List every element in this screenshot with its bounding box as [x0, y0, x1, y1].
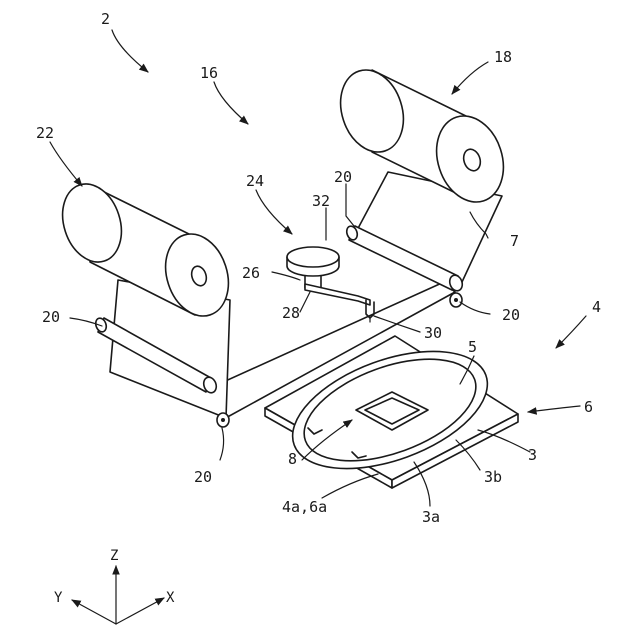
label-roller-top: 20: [334, 168, 352, 186]
label-surface-ref: 4a,6a: [282, 498, 327, 516]
label-wafer-edge-a: 3a: [422, 508, 440, 526]
axis-label-x: X: [166, 590, 175, 606]
axis-label-z: Z: [110, 548, 118, 564]
label-arm: 28: [282, 304, 300, 322]
axis-label-y: Y: [54, 590, 63, 606]
guide-roller-bottom: [217, 413, 229, 427]
label-roller-right: 20: [502, 306, 520, 324]
label-tape: 7: [510, 232, 519, 250]
label-roller-left: 20: [42, 308, 60, 326]
label-table: 4: [592, 298, 601, 316]
label-pressing-unit: 24: [246, 172, 264, 190]
label-plate-head: 32: [312, 192, 330, 210]
label-apparatus: 2: [101, 10, 110, 28]
label-chuck-table: 6: [584, 398, 593, 416]
label-arm-joint: 26: [242, 264, 260, 282]
label-frame-ring: 5: [468, 338, 477, 356]
label-device: 8: [288, 450, 297, 468]
label-wafer: 3: [528, 446, 537, 464]
label-tape-unit: 16: [200, 64, 218, 82]
label-take-up-roll: 22: [36, 124, 54, 142]
axis-labels: Z X Y: [54, 548, 175, 606]
guide-roller-right: [450, 293, 462, 307]
label-cutter: 30: [424, 324, 442, 342]
axis-triad: [72, 566, 164, 624]
label-wafer-edge-b: 3b: [484, 468, 502, 486]
label-supply-roll: 18: [494, 48, 512, 66]
label-roller-bottom: 20: [194, 468, 212, 486]
